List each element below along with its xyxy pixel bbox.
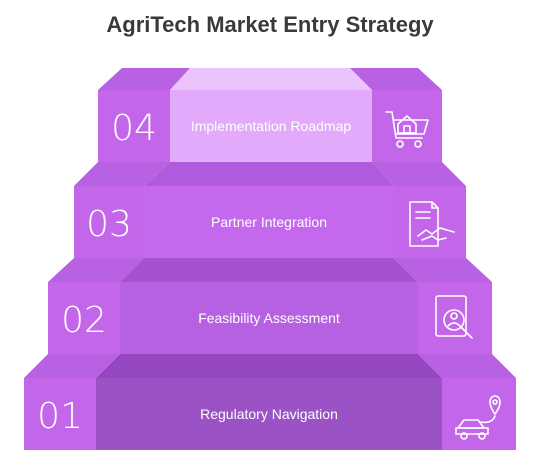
step-01-number-panel [24, 378, 96, 450]
inspection-magnifier-icon [435, 295, 473, 339]
step-02-label-panel [120, 282, 418, 354]
step-02-label: Feasibility Assessment [198, 310, 340, 326]
step-04-number: 04 [111, 108, 157, 149]
step-03-number-panel [74, 186, 144, 258]
step-04-label-panel [170, 90, 372, 162]
step-04-top-face [170, 68, 372, 90]
step-03-top-left-face [74, 162, 170, 186]
step-03: 03 Partner Integration [74, 162, 466, 258]
step-03-label-panel [144, 186, 394, 258]
step-02-number: 02 [61, 300, 107, 341]
step-04-top-right-face [350, 68, 442, 90]
step-03-number: 03 [86, 204, 132, 245]
partnership-agreement-icon [409, 201, 455, 247]
step-01-label: Regulatory Navigation [200, 406, 338, 422]
step-01-number: 01 [37, 396, 83, 437]
step-01-label-panel [96, 378, 442, 450]
step-02-top-left-face [48, 258, 144, 282]
step-01-top-face [96, 354, 442, 378]
step-02-number-panel [48, 282, 120, 354]
step-02: 02 Feasibility Assessment [48, 258, 492, 354]
step-03-top-right-face [372, 162, 466, 186]
diagram-title: AgriTech Market Entry Strategy [106, 12, 434, 37]
step-03-top-face [144, 162, 394, 186]
step-04-label: Implementation Roadmap [191, 118, 352, 134]
step-01-top-right-face [418, 354, 516, 378]
map-route-icon [455, 395, 501, 440]
step-04-number-panel [98, 90, 170, 162]
step-03-icon-panel [394, 186, 466, 258]
house-cart-icon [385, 111, 429, 148]
step-02-top-face [120, 258, 418, 282]
step-01: 01 Regulatory Navigation [24, 354, 516, 450]
step-02-top-right-face [394, 258, 492, 282]
step-01-icon-panel [442, 378, 516, 450]
step-03-label: Partner Integration [211, 214, 327, 230]
step-04-top-left-face [98, 68, 190, 90]
step-02-icon-panel [418, 282, 492, 354]
step-04: 04 Implementation Roadmap [98, 68, 442, 162]
step-01-top-left-face [24, 354, 120, 378]
